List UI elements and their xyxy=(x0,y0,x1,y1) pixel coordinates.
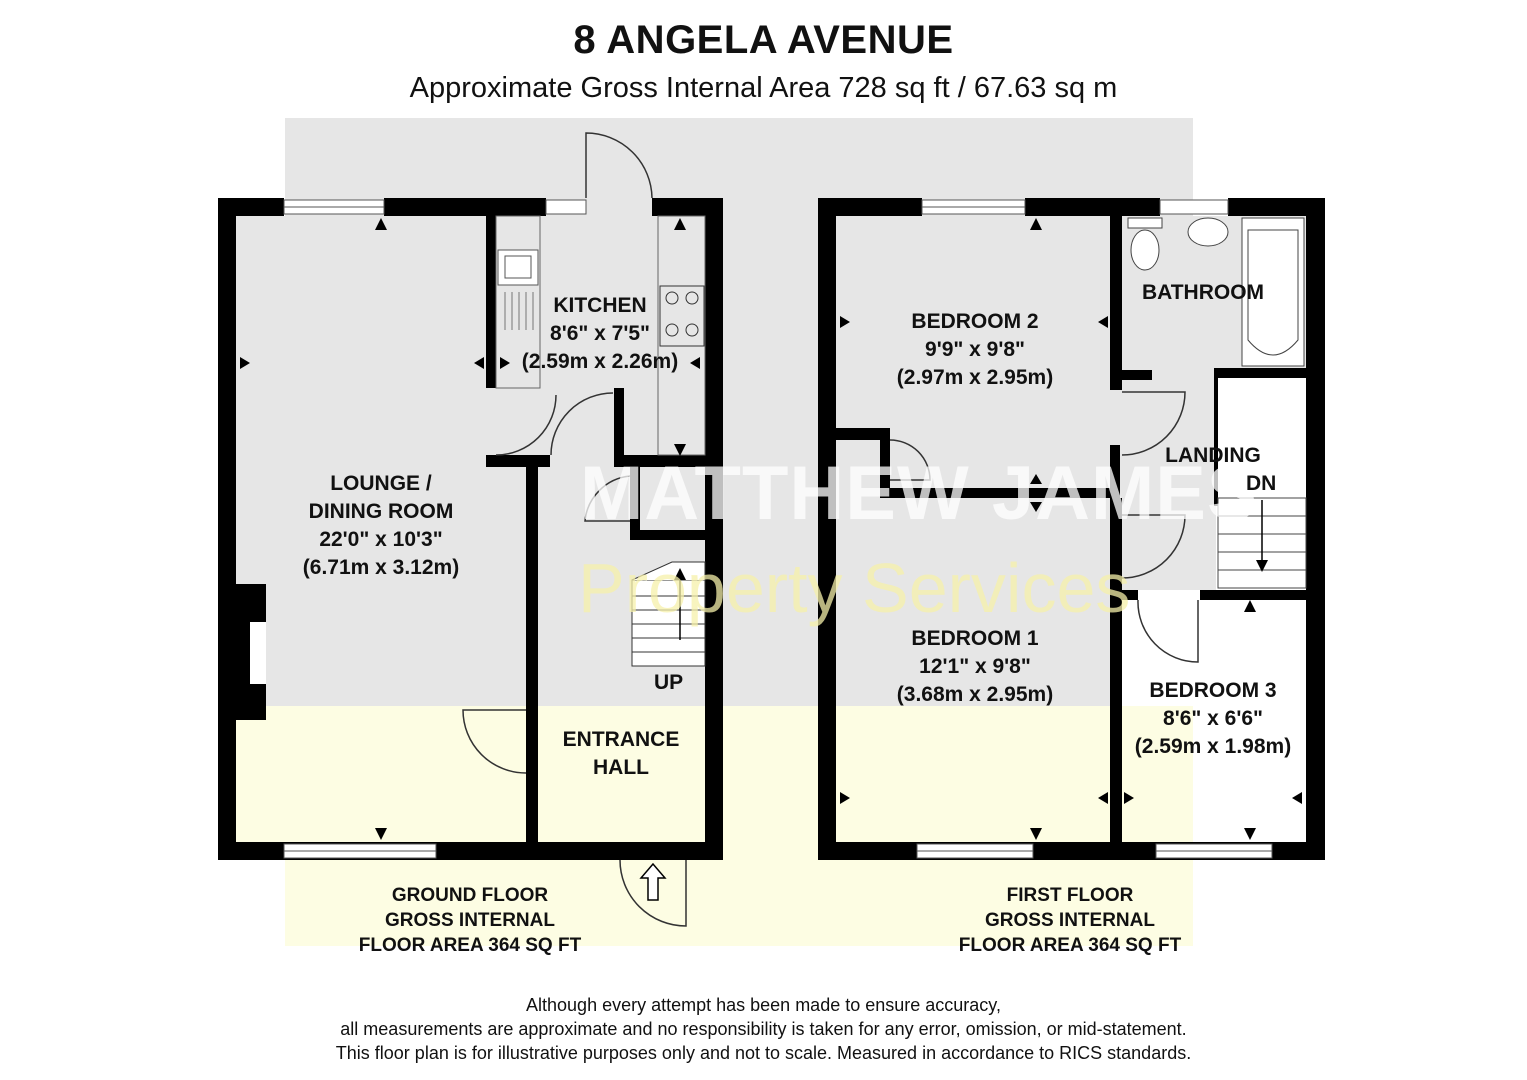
ground-floor-label-line3: FLOOR AREA 364 SQ FT xyxy=(358,935,582,956)
landing-name: LANDING xyxy=(1165,444,1261,467)
first-floor-label: FIRST FLOOR GROSS INTERNAL FLOOR AREA 36… xyxy=(920,883,1220,958)
first-floor-label-line3: FLOOR AREA 364 SQ FT xyxy=(958,935,1182,956)
lounge-label: LOUNGE / DINING ROOM 22'0" x 10'3" (6.71… xyxy=(276,470,486,582)
bedroom1-label: BEDROOM 1 12'1" x 9'8" (3.68m x 2.95m) xyxy=(870,625,1080,709)
ground-floor-label: GROUND FLOOR GROSS INTERNAL FLOOR AREA 3… xyxy=(320,883,620,958)
stairs-down-label: DN xyxy=(1246,472,1277,495)
bedroom2-label: BEDROOM 2 9'9" x 9'8" (2.97m x 2.95m) xyxy=(870,308,1080,392)
bedroom1-imperial: 12'1" x 9'8" xyxy=(919,655,1031,678)
kitchen-imperial: 8'6" x 7'5" xyxy=(550,322,650,345)
bedroom1-name: BEDROOM 1 xyxy=(911,627,1039,650)
kitchen-label: KITCHEN 8'6" x 7'5" (2.59m x 2.26m) xyxy=(500,292,700,376)
bedroom3-metric: (2.59m x 1.98m) xyxy=(1134,735,1292,758)
bedroom2-metric: (2.97m x 2.95m) xyxy=(896,366,1054,389)
entrance-hall-name-line2: HALL xyxy=(593,756,649,779)
lounge-name-line1: LOUNGE / xyxy=(330,472,432,495)
plan-subtitle: Approximate Gross Internal Area 728 sq f… xyxy=(409,72,1118,104)
landing-label: LANDING xyxy=(1148,442,1278,470)
entrance-hall-label: ENTRANCE HALL xyxy=(540,726,702,782)
disclaimer: Although every attempt has been made to … xyxy=(0,993,1527,1065)
kitchen-name: KITCHEN xyxy=(553,294,647,317)
lounge-name-line2: DINING ROOM xyxy=(308,500,454,523)
first-floor-label-line2: GROSS INTERNAL xyxy=(985,910,1155,931)
disclaimer-line2: all measurements are approximate and no … xyxy=(340,1019,1187,1039)
stairs-up-label: UP xyxy=(654,671,684,694)
bedroom2-name: BEDROOM 2 xyxy=(911,310,1039,333)
kitchen-metric: (2.59m x 2.26m) xyxy=(521,350,679,373)
bedroom3-name: BEDROOM 3 xyxy=(1149,679,1277,702)
ground-floor-label-line2: GROSS INTERNAL xyxy=(385,910,555,931)
plan-title: 8 ANGELA AVENUE xyxy=(573,18,954,62)
lounge-imperial: 22'0" x 10'3" xyxy=(319,528,443,551)
bedroom1-metric: (3.68m x 2.95m) xyxy=(896,683,1054,706)
lounge-metric: (6.71m x 3.12m) xyxy=(302,556,460,579)
bathroom-name: BATHROOM xyxy=(1141,281,1265,304)
disclaimer-line1: Although every attempt has been made to … xyxy=(526,995,1001,1015)
first-floor-plan xyxy=(818,198,1325,860)
bathroom-label: BATHROOM xyxy=(1124,279,1282,307)
first-floor-label-line1: FIRST FLOOR xyxy=(1006,885,1134,906)
entrance-hall-name-line1: ENTRANCE xyxy=(562,728,680,751)
ground-floor-label-line1: GROUND FLOOR xyxy=(391,885,549,906)
disclaimer-line3: This floor plan is for illustrative purp… xyxy=(335,1043,1192,1063)
bedroom3-label: BEDROOM 3 8'6" x 6'6" (2.59m x 1.98m) xyxy=(1118,677,1308,761)
ground-floor-plan xyxy=(218,132,723,927)
bedroom3-imperial: 8'6" x 6'6" xyxy=(1163,707,1263,730)
bedroom2-imperial: 9'9" x 9'8" xyxy=(925,338,1025,361)
